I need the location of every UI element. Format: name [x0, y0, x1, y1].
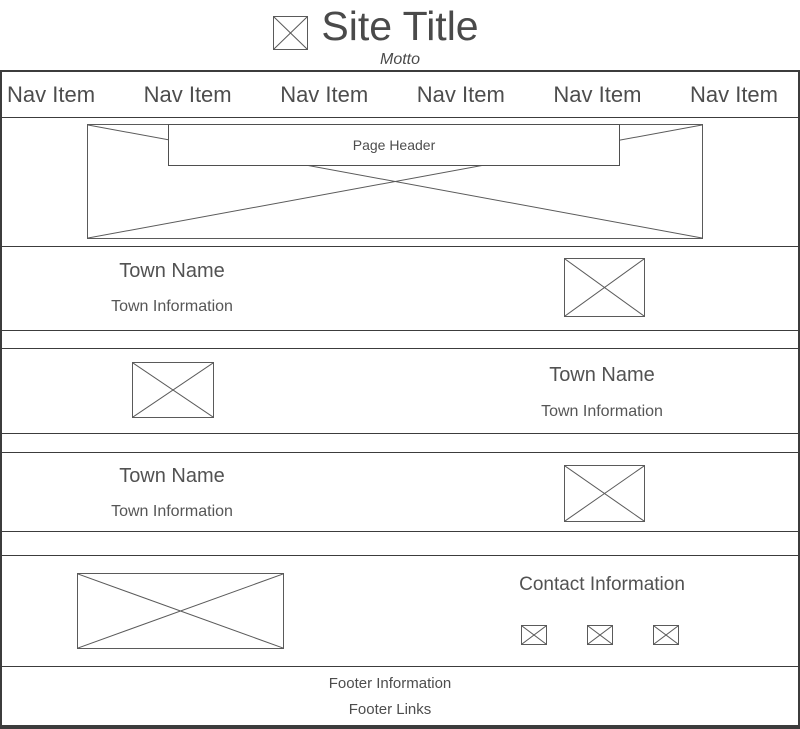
- contact-heading: Contact Information: [519, 574, 685, 595]
- hero-section: Page Header: [2, 118, 798, 247]
- contact-section: Contact Information: [2, 556, 798, 667]
- section-divider: [2, 434, 798, 453]
- town-information: Town Information: [111, 503, 233, 520]
- nav-item-1[interactable]: Nav Item: [7, 81, 96, 107]
- section-divider: [2, 331, 798, 349]
- social-image-placeholder-icon[interactable]: [653, 625, 679, 645]
- nav-item-2[interactable]: Nav Item: [143, 81, 232, 107]
- footer-section: Footer Information Footer Links: [2, 667, 798, 725]
- town-image-placeholder-icon: [132, 362, 214, 418]
- masthead: Site Title Motto: [0, 0, 800, 70]
- page-frame: Nav Item Nav Item Nav Item Nav Item Nav …: [0, 70, 800, 729]
- site-motto: Motto: [379, 51, 420, 68]
- nav-item-5[interactable]: Nav Item: [553, 81, 642, 107]
- town-information: Town Information: [111, 298, 233, 315]
- nav-item-4[interactable]: Nav Item: [416, 81, 505, 107]
- contact-image-placeholder-icon: [77, 573, 284, 649]
- town-section-1: Town Name Town Information: [2, 247, 798, 331]
- town-section-2: Town Name Town Information: [2, 349, 798, 434]
- contact-icons-row: [521, 625, 679, 645]
- town-name: Town Name: [549, 364, 655, 386]
- town-information: Town Information: [541, 403, 663, 420]
- site-title: Site Title: [321, 3, 479, 49]
- social-image-placeholder-icon[interactable]: [587, 625, 613, 645]
- nav-item-6[interactable]: Nav Item: [689, 81, 778, 107]
- town-image-placeholder-icon: [564, 465, 645, 522]
- footer-links[interactable]: Footer Links: [348, 701, 432, 718]
- social-image-placeholder-icon[interactable]: [521, 625, 547, 645]
- town-section-3: Town Name Town Information: [2, 453, 798, 532]
- nav-bar: Nav Item Nav Item Nav Item Nav Item Nav …: [2, 72, 798, 118]
- town-name: Town Name: [119, 260, 225, 282]
- section-divider: [2, 532, 798, 556]
- page-header-label: Page Header: [352, 137, 436, 153]
- logo-image-placeholder-icon: [273, 16, 308, 50]
- footer-information: Footer Information: [328, 675, 452, 692]
- town-image-placeholder-icon: [564, 258, 645, 317]
- town-name: Town Name: [119, 465, 225, 487]
- page-header-banner: Page Header: [168, 124, 620, 166]
- nav-item-3[interactable]: Nav Item: [280, 81, 369, 107]
